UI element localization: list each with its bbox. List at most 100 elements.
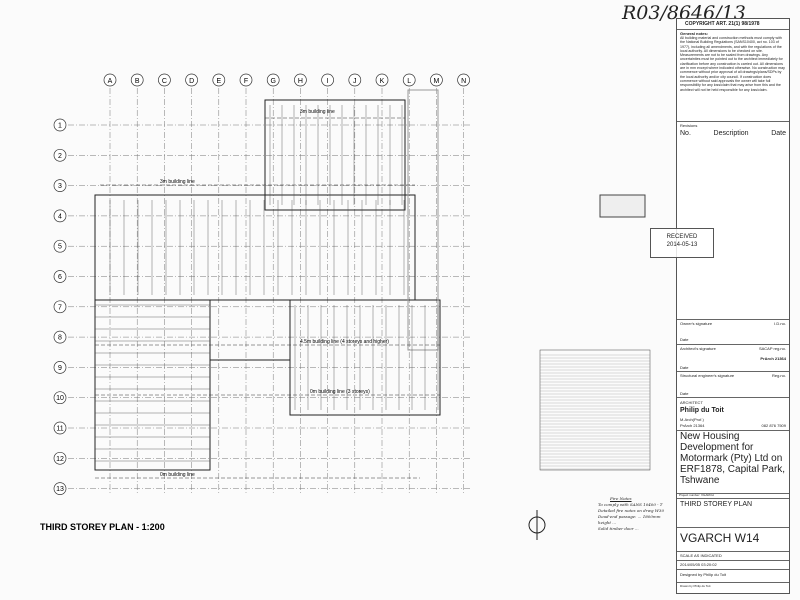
grid-row-marker: 3 xyxy=(53,179,67,192)
stamp-date: 2014-05-13 xyxy=(666,242,698,248)
grid-column-marker: M xyxy=(430,73,443,87)
note-line: To comply with SANS 10400 - T xyxy=(598,502,663,507)
copyright: COPYRIGHT ART. 21(1) 98/1978 xyxy=(685,21,760,27)
svg-text:11: 11 xyxy=(56,426,63,433)
plan-walls xyxy=(94,89,441,471)
owner-signature-label: Owner's signature xyxy=(680,321,713,326)
handwritten-fire-notes: Fire Notes To comply with SANS 10400 - T… xyxy=(598,496,672,532)
project-title: New Housing Development for Motormark (P… xyxy=(680,431,786,486)
svg-text:3: 3 xyxy=(58,183,62,190)
date-label: Date xyxy=(680,337,689,342)
approval-stamp xyxy=(599,194,646,218)
svg-text:K: K xyxy=(380,78,385,85)
architect-heading: ARCHITECT xyxy=(680,400,703,405)
designed-by: Designed by Philip du Toit xyxy=(680,572,726,577)
svg-text:12: 12 xyxy=(56,456,64,463)
grid-row-marker: 10 xyxy=(53,391,67,405)
drawing-title: THIRD STOREY PLAN xyxy=(680,501,753,508)
building-line-label: 3m building line xyxy=(160,179,195,185)
building-line-label: 0m building line (3 storeys) xyxy=(310,389,370,395)
grid-column-marker: E xyxy=(212,73,226,87)
svg-text:13: 13 xyxy=(56,486,64,493)
grid-column-marker: J xyxy=(348,73,362,87)
drawn-by: Drawn by Philip du Toit xyxy=(680,584,711,588)
svg-text:8: 8 xyxy=(58,335,62,342)
grid-row-marker: 6 xyxy=(53,270,67,283)
north-arrow-icon xyxy=(528,510,546,540)
id-no-label: I.D.no. xyxy=(774,321,786,326)
scale: SCALE AS INDICATED xyxy=(680,553,722,558)
svg-text:H: H xyxy=(298,78,303,85)
note-line: Solid timber door ... xyxy=(598,526,639,531)
svg-text:E: E xyxy=(216,78,221,85)
grid-column-marker: C xyxy=(158,73,171,87)
architect-name: Philip du Toit xyxy=(680,407,724,414)
grid-column-marker: B xyxy=(130,73,144,87)
date-label: Date xyxy=(680,365,689,370)
note-line: Fire Notes xyxy=(610,496,632,501)
structural-signature-label: Structural engineer's signature xyxy=(680,373,735,378)
svg-text:9: 9 xyxy=(58,365,62,372)
svg-text:5: 5 xyxy=(58,244,62,251)
svg-text:4: 4 xyxy=(58,213,62,220)
grid-column-marker: L xyxy=(402,73,416,87)
grid-column-marker: G xyxy=(266,73,280,87)
rev-no-header: No. xyxy=(680,130,691,137)
architect-prarch: PrArch 21364 xyxy=(680,423,705,428)
grid-column-marker: K xyxy=(375,73,389,87)
note-line: Dead-end passage: ... 1800mm height ... xyxy=(598,514,661,525)
building-lines xyxy=(95,117,440,479)
plan-title: THIRD STOREY PLAN - 1:200 xyxy=(40,522,165,532)
rev-date-header: Date xyxy=(771,130,786,137)
rev-description-header: Description xyxy=(713,130,749,137)
general-notes: All building material and construction m… xyxy=(680,36,785,92)
grid-column-marker: A xyxy=(103,73,117,87)
grid-row-marker: 2 xyxy=(53,148,67,162)
grid-row-marker: 13 xyxy=(53,482,67,495)
title-block: COPYRIGHT ART. 21(1) 98/1978 General not… xyxy=(676,18,790,594)
svg-text:2: 2 xyxy=(58,153,62,160)
svg-text:I: I xyxy=(327,78,329,85)
grid-row-marker: 11 xyxy=(53,421,67,435)
drawing-number: VGARCH W14 xyxy=(680,531,760,545)
architect-phone: 082 876 7509 xyxy=(761,423,786,428)
architect-quals: M.Arch(Prof.) xyxy=(680,417,704,422)
svg-text:10: 10 xyxy=(56,395,64,402)
svg-text:A: A xyxy=(108,78,113,85)
grid-row-marker: 1 xyxy=(53,118,67,132)
grid-row-marker: 4 xyxy=(53,209,67,223)
svg-text:J: J xyxy=(353,78,357,85)
floor-plan: 3m building line 3m building line 4.5m b… xyxy=(40,73,651,540)
svg-text:C: C xyxy=(162,78,167,85)
datetime: 2014/05/05 03:20:02 xyxy=(680,562,717,567)
grid-row-marker: 5 xyxy=(53,239,67,253)
stamp-text: RECEIVED xyxy=(666,234,698,240)
note-line: Detailed fire notes on drwg W30 xyxy=(598,508,665,513)
received-stamp: RECEIVED 2014-05-13 xyxy=(650,228,714,258)
svg-text:F: F xyxy=(244,78,248,85)
revisions-label: Revisions xyxy=(680,123,698,128)
sacap-label: SACAP reg.no. xyxy=(758,346,786,351)
grid-column-marker: H xyxy=(294,73,307,87)
building-line-label: 4.5m building line (4 storeys and higher… xyxy=(300,339,389,345)
grid-row-marker: 12 xyxy=(53,451,67,465)
grid-column-marker: F xyxy=(239,73,253,87)
svg-text:7: 7 xyxy=(58,304,62,311)
svg-text:1: 1 xyxy=(58,123,62,130)
project-number: Project number: VGARCH xyxy=(679,493,714,497)
grid-row-marker: 7 xyxy=(53,300,67,314)
svg-text:G: G xyxy=(270,78,275,85)
revisions-header: No. Description Date xyxy=(680,130,786,137)
svg-text:L: L xyxy=(407,78,411,85)
building-line-label: 3m building line xyxy=(300,109,335,115)
grid-column-marker: I xyxy=(321,73,334,87)
svg-text:D: D xyxy=(189,78,194,85)
date-label: Date xyxy=(680,391,689,396)
reg-no-label: Reg.no. xyxy=(771,373,786,378)
notes-heading: General notes: xyxy=(680,31,709,36)
grid-column-marker: N xyxy=(457,73,470,87)
architect-signature-label: Architect's signature xyxy=(680,346,716,351)
svg-text:B: B xyxy=(135,78,140,85)
svg-text:N: N xyxy=(461,78,466,85)
